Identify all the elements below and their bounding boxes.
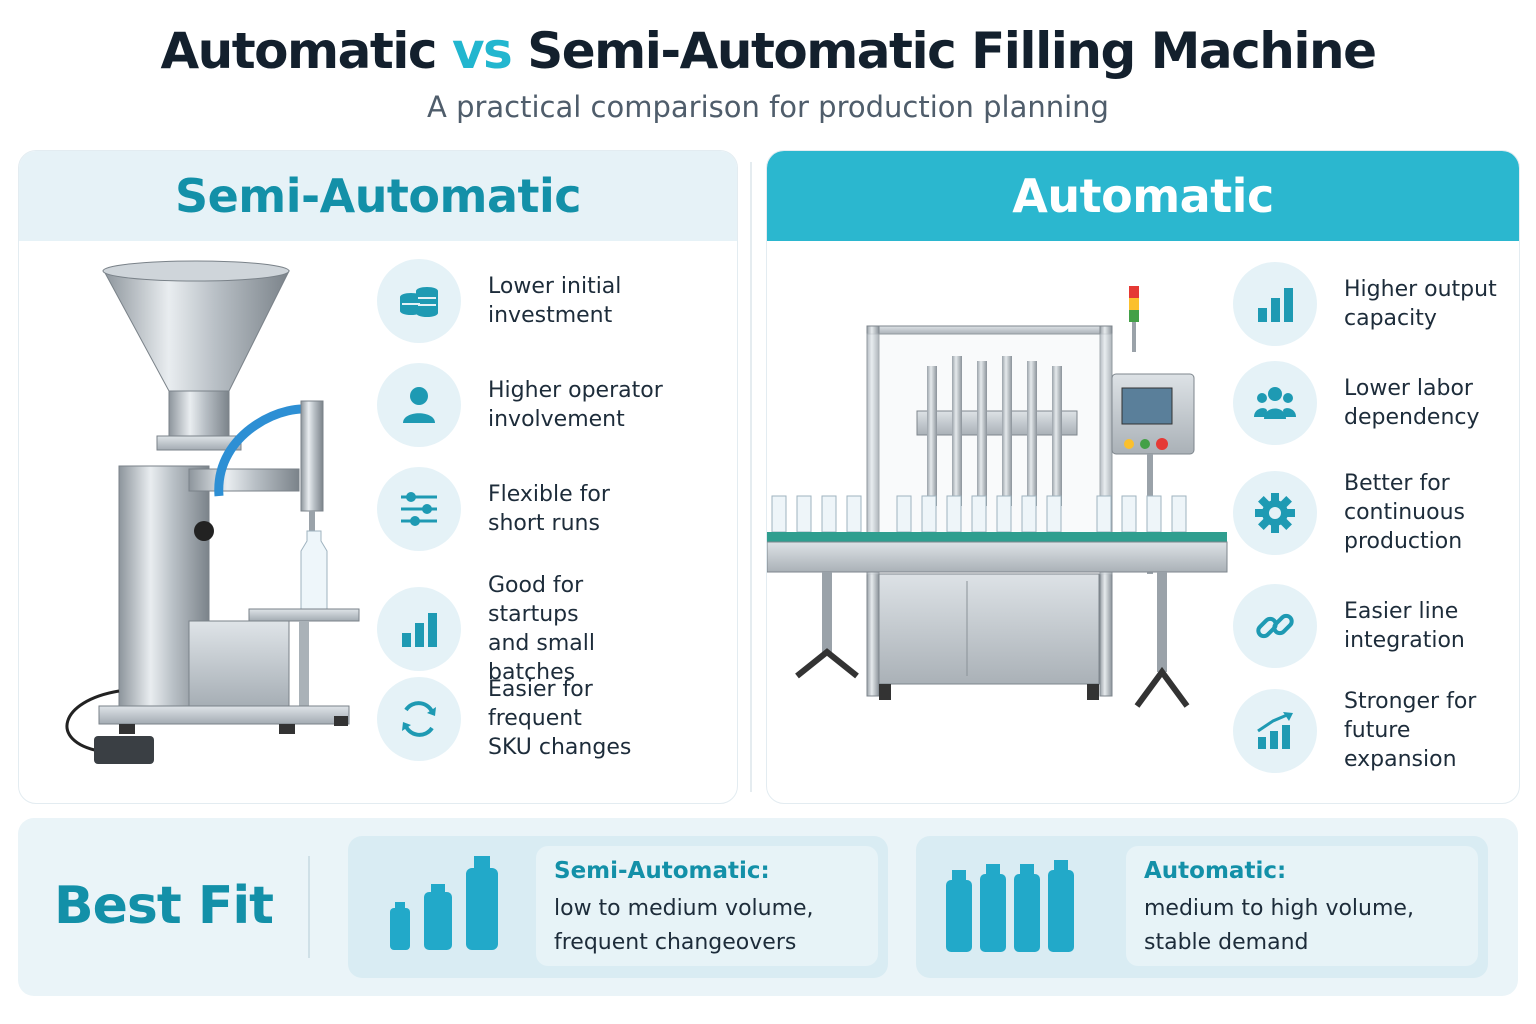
automatic-heading: Automatic (767, 151, 1519, 241)
title-vs: vs (451, 22, 513, 80)
feature-frequent-sku-changes: Easier for frequent SKU changes (377, 675, 667, 762)
feature-lower-initial-investment: Lower initial investment (377, 259, 667, 343)
bottle-row-icon (946, 860, 1074, 952)
user-icon (377, 363, 461, 447)
feature-text: Higher operator involvement (488, 378, 663, 432)
feature-continuous-production: Better for continuous production (1233, 469, 1519, 556)
bar-chart-icon (1233, 262, 1317, 346)
semi-automatic-fit-card: Semi-Automatic: low to medium volume, fr… (348, 836, 888, 978)
feature-text: Easier line integration (1344, 599, 1465, 653)
semi-automatic-machine-image (65, 260, 360, 764)
semi-automatic-panel: Semi-Automatic (18, 150, 738, 804)
semi-automatic-fit-label: Semi-Automatic: (554, 858, 770, 884)
page-title: Automatic vs Semi-Automatic Filling Mach… (0, 22, 1536, 80)
panel-divider (750, 162, 752, 792)
page-subtitle: A practical comparison for production pl… (427, 90, 1109, 124)
feature-text: Easier for frequent SKU changes (488, 677, 632, 760)
automatic-fit-text-box: Automatic: medium to high volume, stable… (1126, 846, 1478, 966)
feature-flexible-short-runs: Flexible for short runs (377, 467, 667, 551)
semi-automatic-fit-text-box: Semi-Automatic: low to medium volume, fr… (536, 846, 878, 966)
automatic-machine-image (767, 286, 1228, 708)
feature-higher-operator-involvement: Higher operator involvement (377, 363, 667, 447)
feature-text: Flexible for short runs (488, 482, 610, 536)
title-automatic: Automatic (160, 22, 437, 80)
feature-text: Better for continuous production (1344, 471, 1465, 554)
feature-future-expansion: Stronger for future expansion (1233, 687, 1519, 774)
semi-automatic-heading: Semi-Automatic (19, 151, 737, 241)
feature-higher-output-capacity: Higher output capacity (1233, 262, 1519, 346)
feature-easier-line-integration: Easier line integration (1233, 584, 1519, 668)
automatic-fit-card: Automatic: medium to high volume, stable… (916, 836, 1488, 978)
small-bottles-icon (390, 856, 498, 950)
feature-startups-small-batches: Good for startups and small batches (377, 571, 667, 687)
best-fit-divider (308, 856, 310, 958)
team-icon (1233, 361, 1317, 445)
feature-text: Good for startups and small batches (488, 573, 595, 685)
feature-text: Lower labor dependency (1344, 376, 1480, 430)
automatic-fit-label: Automatic: (1144, 858, 1287, 884)
growth-chart-icon (1233, 688, 1317, 773)
feature-text: Lower initial investment (488, 274, 622, 328)
gear-icon (1233, 470, 1317, 555)
feature-lower-labor-dependency: Lower labor dependency (1233, 361, 1519, 445)
semi-automatic-fit-description: low to medium volume, frequent changeove… (554, 896, 814, 955)
bar-chart-icon (377, 587, 461, 671)
sliders-icon (377, 467, 461, 551)
title-semi-automatic: Semi-Automatic Filling Machine (527, 22, 1377, 80)
feature-text: Stronger for future expansion (1344, 689, 1477, 772)
feature-text: Higher output capacity (1344, 277, 1497, 331)
coins-icon (377, 259, 461, 343)
best-fit-section: Best Fit Semi-Automatic: low to medium v… (18, 818, 1518, 996)
link-icon (1233, 584, 1317, 668)
best-fit-heading: Best Fit (54, 876, 274, 936)
refresh-icon (377, 676, 461, 761)
automatic-panel: Automatic (766, 150, 1520, 804)
automatic-fit-description: medium to high volume, stable demand (1144, 896, 1414, 955)
